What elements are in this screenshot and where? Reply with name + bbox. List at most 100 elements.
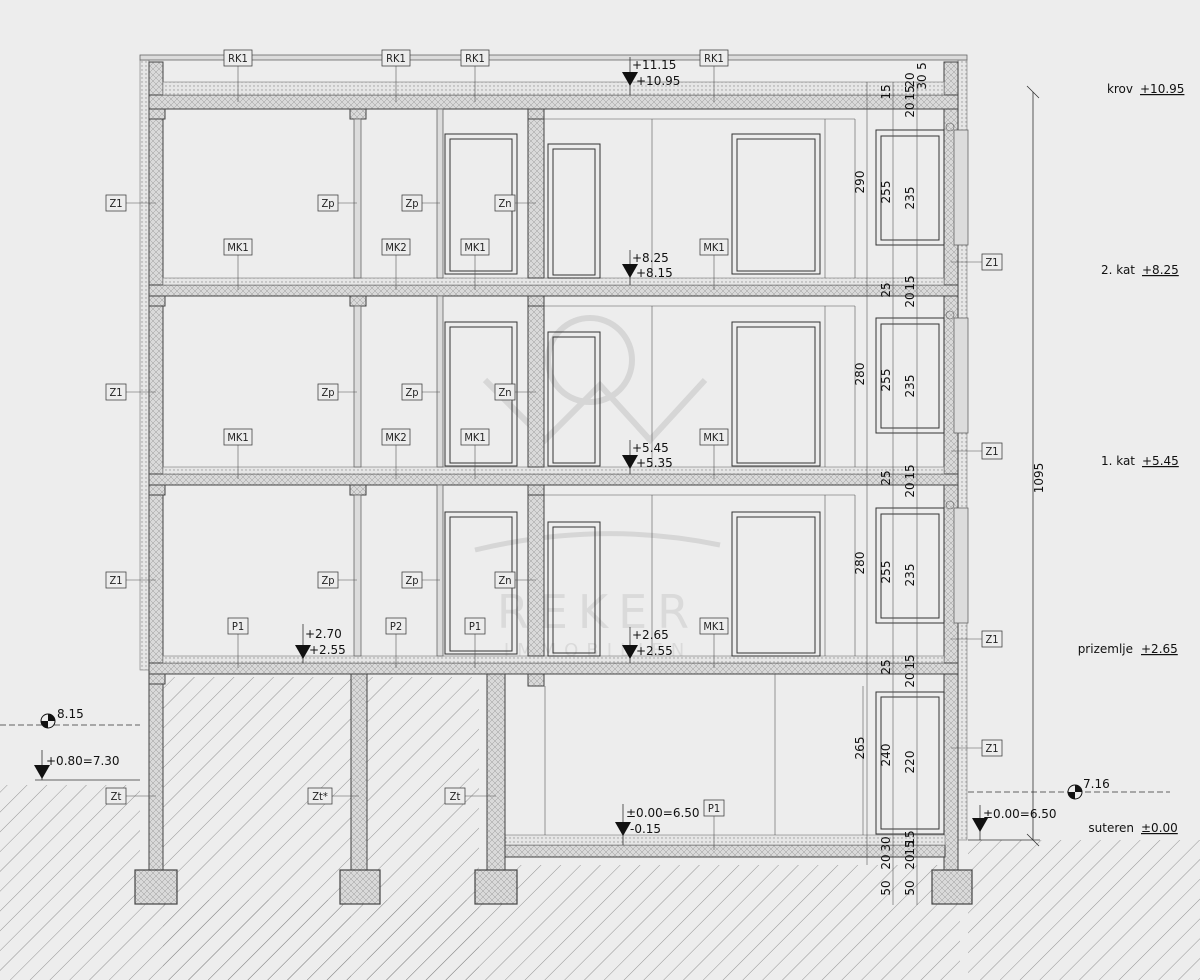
roof-finish [139, 54, 968, 61]
svg-text:Z1: Z1 [985, 445, 998, 458]
svg-text:MK1: MK1 [703, 241, 724, 254]
elev-terrain-left: +0.80=7.30 [46, 754, 120, 768]
tag-roof-3: RK1 [460, 49, 490, 67]
chain-dimensions [866, 82, 918, 905]
level-name-prizemlje: prizemlje [1078, 642, 1133, 656]
tag-floor2-2: MK2 [381, 238, 411, 256]
tag-wall-mid-1: Z1 [105, 383, 127, 401]
dim-roof-5: 30 [915, 74, 929, 89]
dim-window-height-3: 235 [903, 564, 917, 587]
svg-text:Zt: Zt [450, 790, 461, 803]
dim-base-2: 20 [879, 854, 893, 869]
svg-text:Zp: Zp [321, 386, 334, 399]
tag-wall-low-2: Zp [317, 571, 339, 589]
tag-wall-low-3: Zp [401, 571, 423, 589]
svg-text:MK2: MK2 [385, 241, 406, 254]
tag-roof-4: RK1 [699, 49, 729, 67]
dim-base-6: 15 [903, 840, 917, 855]
dim-floor1-1: 25 [879, 470, 893, 485]
dim-base-5: 20 [903, 854, 917, 869]
elev-ground-left-lower: +2.55 [309, 643, 346, 657]
svg-text:Zp: Zp [321, 574, 334, 587]
floor-slab-ground [148, 662, 959, 675]
svg-text:MK1: MK1 [227, 431, 248, 444]
tag-wall-base-1: Zt [105, 787, 127, 805]
level-value-2kat: +8.25 [1142, 263, 1179, 277]
svg-text:MK1: MK1 [703, 431, 724, 444]
tag-floor2-1: MK1 [223, 238, 253, 256]
dim-base-7: 15 [903, 830, 917, 845]
tag-ground-1: P1 [227, 617, 249, 635]
floor-slab-1 [148, 473, 959, 486]
svg-text:MK1: MK1 [703, 620, 724, 633]
tag-wall-base-3: Zt [444, 787, 466, 805]
svg-text:P1: P1 [708, 802, 720, 815]
elev-basement-lower: -0.15 [630, 822, 661, 836]
tag-floor2-3: MK1 [460, 238, 490, 256]
svg-text:RK1: RK1 [465, 52, 485, 65]
foundations [134, 869, 973, 905]
dim-floor0-3: 15 [903, 654, 917, 669]
tag-ground-3: P1 [464, 617, 486, 635]
dim-roof-3: 15 [903, 85, 917, 100]
dim-base-4: 50 [903, 880, 917, 895]
tag-roof-1: RK1 [223, 49, 253, 67]
svg-text:Zt: Zt [111, 790, 122, 803]
dim-floor-height-2: 280 [853, 363, 867, 386]
tag-floor1-1: MK1 [223, 428, 253, 446]
level-value-krov: +10.95 [1140, 82, 1184, 96]
elev-ground-left-upper: +2.70 [305, 627, 342, 641]
tag-floor1-4: MK1 [699, 428, 729, 446]
roof-insulation [162, 81, 945, 96]
floor-screed-ground [162, 655, 945, 664]
svg-text:Zt*: Zt* [312, 790, 328, 803]
svg-text:Z1: Z1 [985, 256, 998, 269]
datum-right: 7.16 [1083, 777, 1110, 791]
dim-floor-height-1: 290 [853, 171, 867, 194]
tag-wall-mid-3: Zp [401, 383, 423, 401]
dim-roof-4: 20 [903, 72, 917, 87]
tag-wall-top-3: Zp [401, 194, 423, 212]
svg-text:MK2: MK2 [385, 431, 406, 444]
tag-leaders [124, 66, 982, 850]
tag-floor1-2: MK2 [381, 428, 411, 446]
svg-text:P2: P2 [390, 620, 402, 633]
dim-clear-height-3: 255 [879, 561, 893, 584]
interior-partitions [353, 108, 545, 657]
roof-slab [148, 94, 959, 110]
basement-walls [350, 673, 776, 873]
tag-wall-top-2: Zp [317, 194, 339, 212]
earth-fill [0, 677, 1200, 980]
svg-text:Zn: Zn [498, 197, 511, 210]
svg-text:RK1: RK1 [228, 52, 248, 65]
svg-text:Z1: Z1 [109, 574, 122, 587]
elev-1kat-lower: +5.35 [636, 456, 673, 470]
dim-floor2-1: 25 [879, 282, 893, 297]
tag-wall-low-5: Z1 [981, 630, 1003, 648]
dim-roof-6: 5 [915, 62, 929, 70]
dim-clear-height-2: 255 [879, 369, 893, 392]
svg-text:Zn: Zn [498, 386, 511, 399]
level-name-suteren: suteren [1088, 821, 1134, 835]
svg-text:Zp: Zp [321, 197, 334, 210]
tag-wall-top-1: Z1 [105, 194, 127, 212]
svg-text:RK1: RK1 [704, 52, 724, 65]
tag-wall-mid-2: Zp [317, 383, 339, 401]
floor-screed-1 [162, 466, 945, 475]
tag-basement-floor: P1 [703, 799, 725, 817]
tag-wall-top-4: Zn [494, 194, 516, 212]
overall-height-dim: 1095 [1032, 463, 1046, 494]
datum-left: 8.15 [57, 707, 84, 721]
dim-roof-2: 20 [903, 102, 917, 117]
beams [148, 108, 545, 687]
svg-text:MK1: MK1 [464, 241, 485, 254]
svg-text:Z1: Z1 [109, 386, 122, 399]
tag-floor2-4: MK1 [699, 238, 729, 256]
elev-1kat-upper: +5.45 [632, 441, 669, 455]
dim-clear-height-4: 240 [879, 744, 893, 767]
tag-wall-mid-4: Zn [494, 383, 516, 401]
dim-base-1: 50 [879, 880, 893, 895]
svg-text:Zp: Zp [405, 574, 418, 587]
wall-left [148, 61, 164, 873]
dimension-texts: 290 255 235 280 255 235 280 255 235 265 … [853, 62, 929, 895]
